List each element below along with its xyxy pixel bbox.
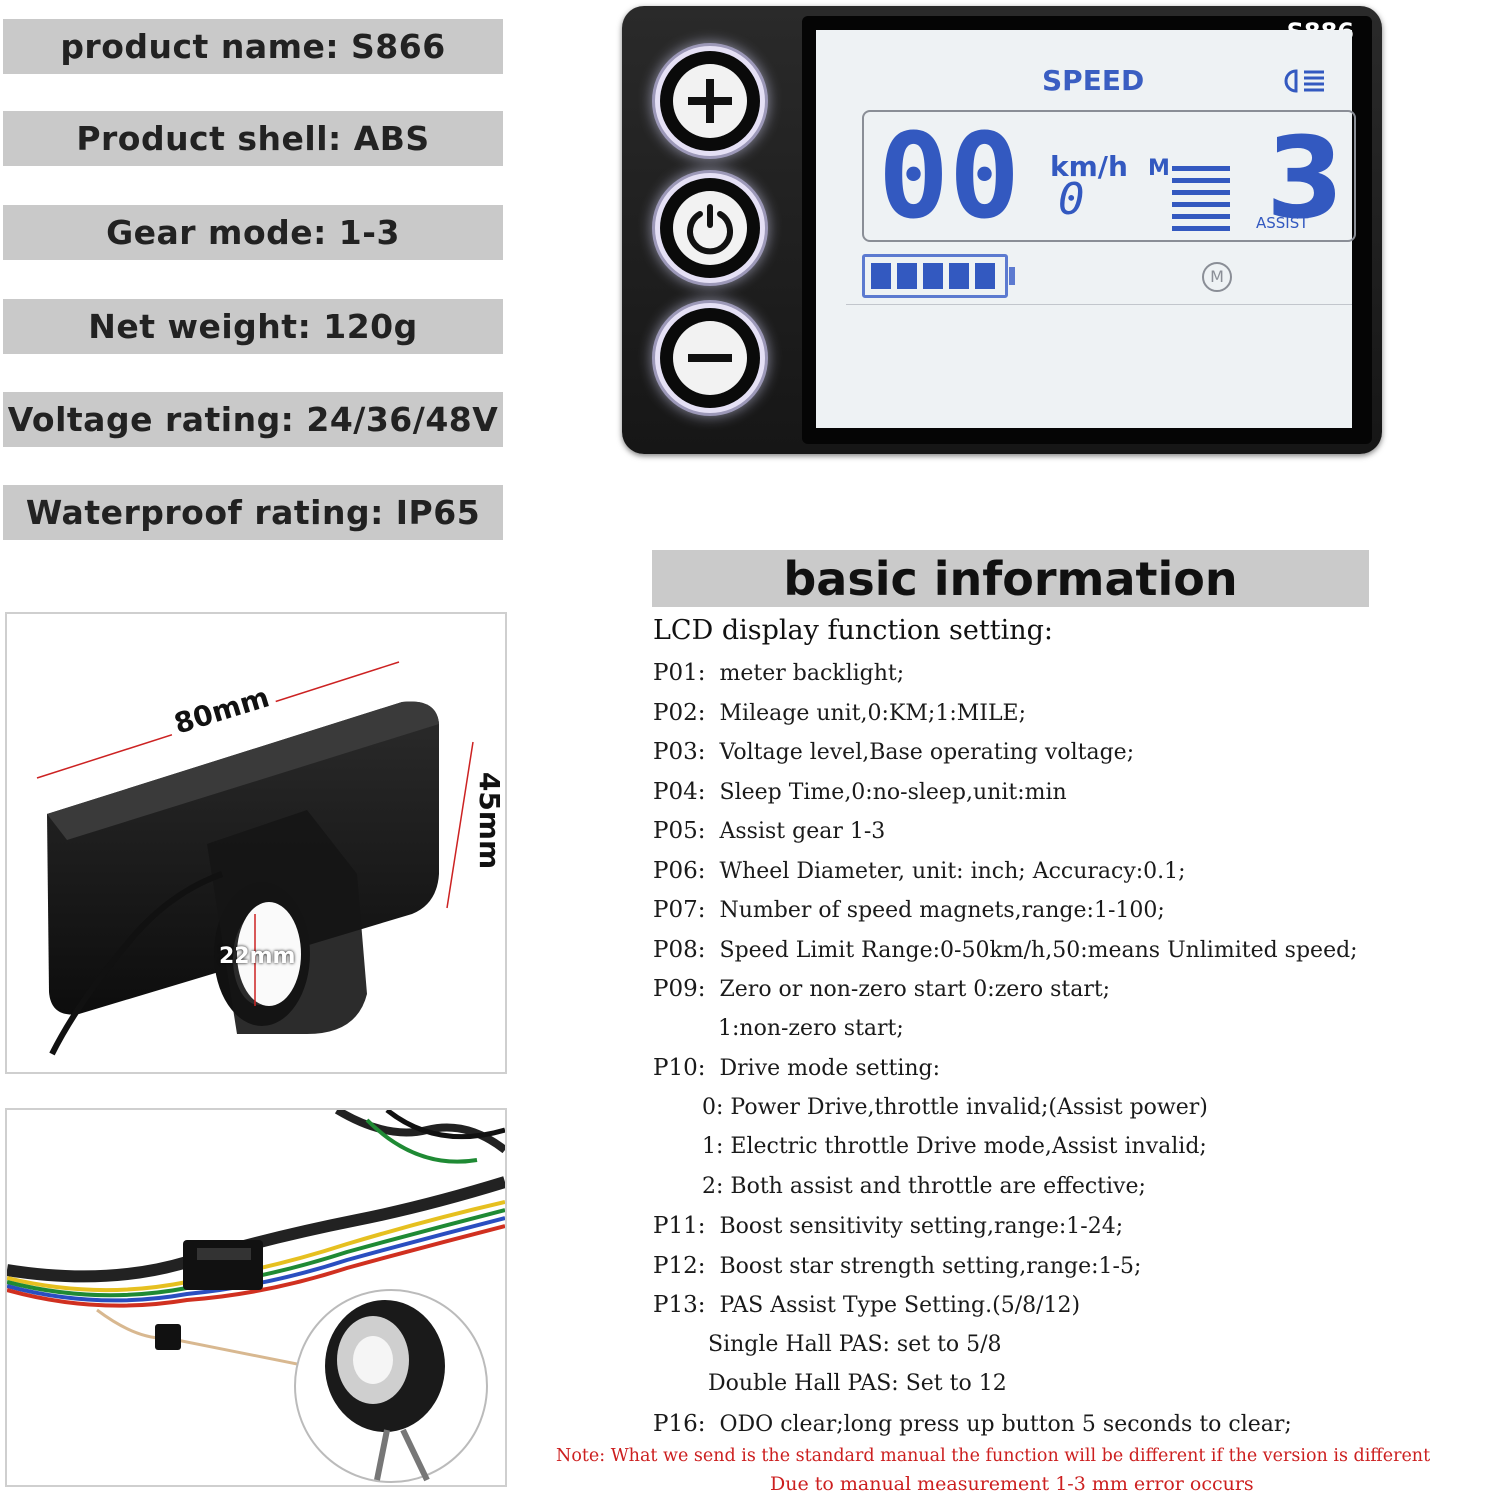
speed-unit: km/h: [1050, 150, 1128, 183]
speed-readout: 00: [878, 107, 1021, 245]
param-p13-option-double: Double Hall PAS: Set to 12: [708, 1371, 1007, 1396]
wiring-photo: [5, 1108, 507, 1487]
assist-level: 3: [1266, 114, 1344, 244]
screen-bezel: S886 SPEED 00 km/h 0 M: [802, 16, 1372, 444]
minus-icon: [673, 321, 747, 395]
param-p01: P01: meter backlight;: [653, 660, 905, 686]
power-bar: [1172, 178, 1230, 183]
param-p16: P16: ODO clear;long press up button 5 se…: [653, 1411, 1292, 1437]
power-bar: [1172, 166, 1230, 171]
param-p07: P07: Number of speed magnets,range:1-100…: [653, 897, 1165, 923]
battery-segment: [923, 263, 943, 289]
headlight-icon: [1282, 68, 1326, 98]
param-p10-option-2: 2: Both assist and throttle are effectiv…: [702, 1174, 1146, 1199]
param-p05: P05: Assist gear 1-3: [653, 818, 886, 844]
plus-icon: [673, 64, 747, 138]
measurement-note: Due to manual measurement 1-3 mm error o…: [770, 1473, 1254, 1495]
spec-product-shell: Product shell: ABS: [3, 111, 503, 166]
mode-letter: M: [1148, 156, 1170, 181]
param-p09: P09: Zero or non-zero start 0:zero start…: [653, 976, 1111, 1002]
power-bar: [1172, 190, 1230, 195]
spec-net-weight: Net weight: 120g: [3, 299, 503, 354]
plus-button[interactable]: [660, 51, 760, 151]
power-icon: [673, 191, 747, 265]
param-p13: P13: PAS Assist Type Setting.(5/8/12): [653, 1292, 1081, 1318]
power-bar: [1172, 214, 1230, 219]
spec-voltage-rating: Voltage rating: 24/36/48V: [3, 392, 503, 447]
spec-gear-mode: Gear mode: 1-3: [3, 205, 503, 260]
height-dimension-label: 45mm: [473, 765, 505, 876]
lcd-divider: [846, 304, 1352, 305]
battery-icon: [862, 254, 1015, 298]
spec-waterproof-rating: Waterproof rating: IP65: [3, 485, 503, 540]
param-p10-option-0: 0: Power Drive,throttle invalid;(Assist …: [702, 1095, 1208, 1120]
lcd-main-readout: 00 km/h 0 M 3 ASSIST: [862, 107, 1356, 245]
assist-label: ASSIST: [1256, 214, 1309, 232]
spec-product-name: product name: S866: [3, 19, 503, 74]
battery-segment: [897, 263, 917, 289]
speed-label: SPEED: [1042, 64, 1145, 97]
power-bar: [1172, 226, 1230, 231]
battery-segment: [871, 263, 891, 289]
lcd-settings-subtitle: LCD display function setting:: [653, 615, 1053, 646]
minus-button[interactable]: [660, 308, 760, 408]
power-bar: [1172, 202, 1230, 207]
power-button[interactable]: [660, 178, 760, 278]
param-p11: P11: Boost sensitivity setting,range:1-2…: [653, 1213, 1124, 1239]
param-p13-option-single: Single Hall PAS: set to 5/8: [708, 1332, 1002, 1357]
param-p10: P10: Drive mode setting:: [653, 1055, 941, 1081]
param-p12: P12: Boost star strength setting,range:1…: [653, 1253, 1142, 1279]
dimension-photo: 80mm 45mm 22mm: [5, 612, 507, 1074]
param-p09-option: 1:non-zero start;: [718, 1016, 904, 1041]
param-p04: P04: Sleep Time,0:no-sleep,unit:min: [653, 779, 1067, 805]
motor-icon: M: [1202, 262, 1232, 292]
version-note: Note: What we send is the standard manua…: [556, 1446, 1431, 1466]
param-p08: P08: Speed Limit Range:0-50km/h,50:means…: [653, 937, 1358, 963]
lcd-display-device: S886 SPEED 00 km/h 0 M: [622, 6, 1382, 454]
battery-segment: [975, 263, 995, 289]
clamp-dimension-label: 22mm: [219, 944, 296, 969]
param-p03: P03: Voltage level,Base operating voltag…: [653, 739, 1135, 765]
lcd-screen: SPEED 00 km/h 0 M: [816, 30, 1356, 428]
battery-segment: [949, 263, 969, 289]
basic-information-title: basic information: [652, 550, 1369, 607]
param-p06: P06: Wheel Diameter, unit: inch; Accurac…: [653, 858, 1186, 884]
param-p10-option-1: 1: Electric throttle Drive mode,Assist i…: [702, 1134, 1207, 1159]
small-digit: 0: [1058, 174, 1085, 225]
param-p02: P02: Mileage unit,0:KM;1:MILE;: [653, 700, 1027, 726]
